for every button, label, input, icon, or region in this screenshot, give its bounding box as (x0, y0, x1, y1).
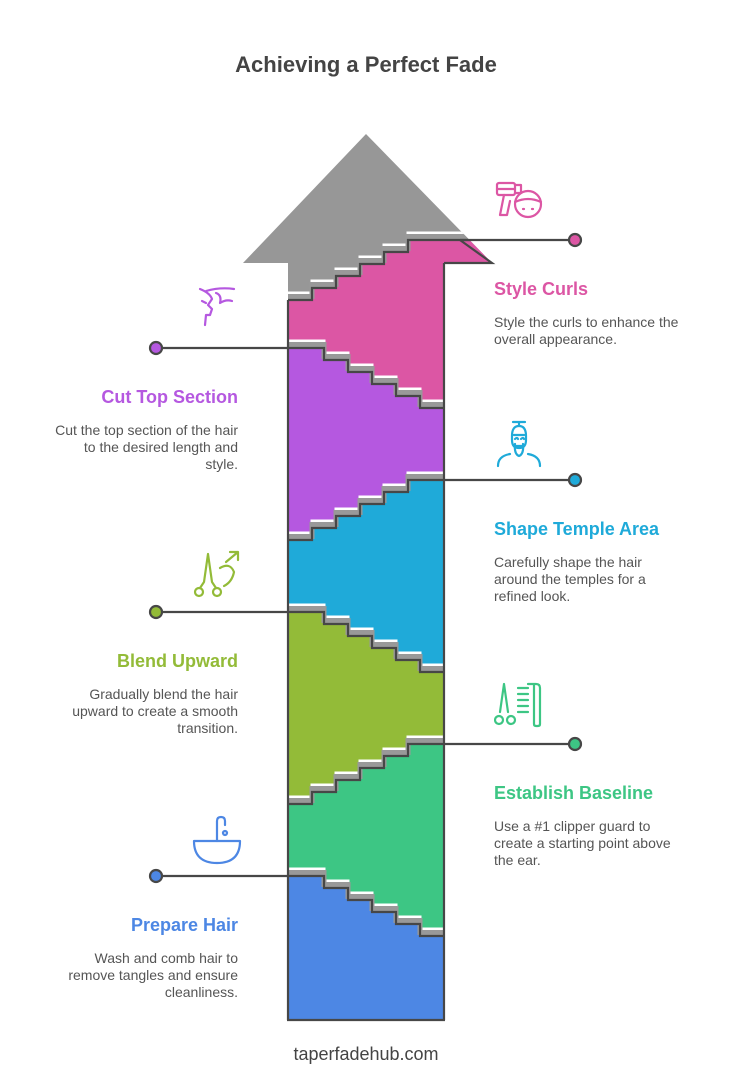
sink-icon (192, 815, 242, 865)
connector-dot (148, 868, 164, 884)
step-boundary (243, 346, 492, 410)
step-description: Style the curls to enhance the overall a… (494, 314, 679, 347)
region-shape-temple-area (243, 480, 492, 672)
step-title: Style Curls (494, 279, 589, 299)
footer-url: taperfadehub.com (293, 1044, 439, 1064)
connector-dot (567, 736, 583, 752)
step-boundary (243, 742, 492, 806)
region-style-curls (243, 240, 492, 408)
scissors-arrow-icon (192, 550, 242, 600)
step-title: Blend Upward (116, 651, 238, 671)
scissors-comb-icon (493, 682, 544, 732)
step-description: Cut the top section of the hair to the d… (55, 422, 238, 472)
region-establish-baseline (243, 744, 492, 936)
connector-dot (567, 232, 583, 248)
connector-dot (148, 604, 164, 620)
page-title: Achieving a Perfect Fade (235, 52, 497, 77)
step-title: Establish Baseline (494, 783, 654, 803)
bearded-man-icon (494, 418, 544, 468)
step-description: Gradually blend the hair upward to creat… (72, 686, 238, 736)
hair-dryer-icon (494, 180, 544, 230)
connector-dot (567, 472, 583, 488)
step-description: Use a #1 clipper guard to create a start… (494, 818, 671, 868)
step-description: Carefully shape the hair around the temp… (494, 554, 646, 604)
step-title: Cut Top Section (101, 387, 238, 407)
step-title: Shape Temple Area (494, 519, 660, 539)
head-pink-edge (444, 239, 496, 265)
step-title: Prepare Hair (130, 915, 238, 935)
face-profile-icon (192, 285, 242, 335)
step-boundary (243, 238, 492, 302)
step-boundary (243, 874, 492, 938)
step-description: Wash and comb hair to remove tangles and… (68, 950, 238, 1000)
step-boundary (243, 478, 492, 542)
step-boundary (243, 610, 492, 674)
connector-dot (148, 340, 164, 356)
